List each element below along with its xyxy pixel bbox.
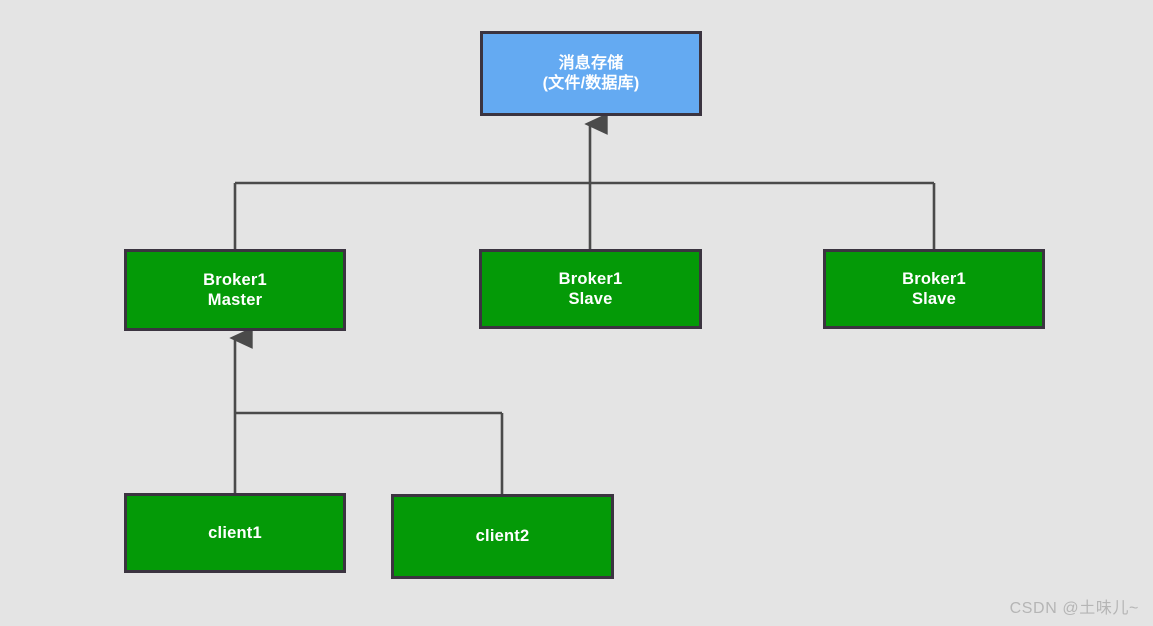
node-broker1-master-label-line2: Master bbox=[207, 291, 263, 309]
node-message-storage[interactable]: 消息存储 (文件/数据库) bbox=[480, 31, 702, 116]
node-client2-label: client2 bbox=[475, 527, 530, 546]
node-broker1-master[interactable]: Broker1 Master bbox=[124, 249, 346, 331]
node-client1-label: client1 bbox=[208, 523, 262, 542]
node-client2[interactable]: client2 bbox=[391, 494, 614, 579]
node-broker1-slave-1[interactable]: Broker1 Slave bbox=[479, 249, 702, 329]
node-broker1-master-label-line1: Broker1 bbox=[203, 270, 267, 289]
node-client1[interactable]: client1 bbox=[124, 493, 346, 573]
node-broker1-slave-2[interactable]: Broker1 Slave bbox=[823, 249, 1045, 329]
node-broker1-slave-2-label-line2: Slave bbox=[911, 290, 957, 308]
node-message-storage-label-line1: 消息存储 bbox=[558, 54, 624, 72]
watermark: CSDN @土味儿~ bbox=[1009, 600, 1139, 617]
node-broker1-slave-1-label-line2: Slave bbox=[568, 290, 613, 308]
node-broker1-slave-2-label-line1: Broker1 bbox=[902, 269, 966, 288]
node-broker1-slave-1-label-line1: Broker1 bbox=[558, 269, 623, 288]
node-message-storage-label-line2: (文件/数据库) bbox=[542, 74, 640, 92]
